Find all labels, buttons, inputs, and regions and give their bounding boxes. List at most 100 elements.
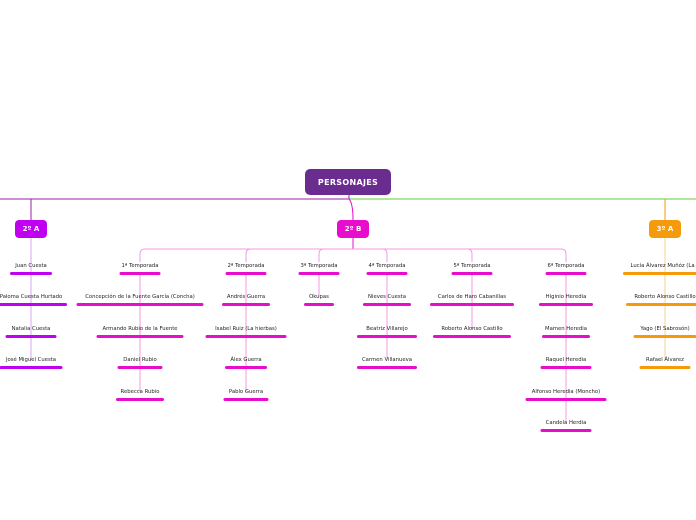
connector-season-4 — [381, 248, 388, 262]
leaf-2a-1-label: Juan Cuesta — [15, 263, 47, 269]
season-4-underline — [366, 272, 408, 275]
leaf-season-1-4-underline — [116, 398, 164, 401]
leaf-season-4-2-underline — [357, 335, 417, 338]
connector-season-6 — [560, 248, 567, 262]
leaf-2a-2-underline — [0, 303, 67, 306]
leaf-season-6-5-label: Candela Herdia — [545, 420, 587, 426]
leaf-season-1-4-label: Rebecca Rubio — [120, 389, 160, 395]
season-2[interactable]: 2ª Temporada — [225, 262, 267, 275]
leaf-season-4-3[interactable]: Carmen Villanueva — [357, 356, 417, 369]
season-5-label: 5ª Temporada — [453, 263, 491, 269]
leaf-season-6-2-underline — [542, 335, 590, 338]
leaf-season-3-1-label: Okupas — [309, 294, 329, 300]
leaf-season-5-2-underline — [433, 335, 511, 338]
season-1-underline — [119, 272, 161, 275]
root-node-personajes[interactable]: PERSONAJES — [305, 169, 391, 195]
group-node-2b[interactable]: 2º B — [337, 220, 369, 238]
season-1-label: 1ª Temporada — [121, 263, 159, 269]
season-4-label: 4ª Temporada — [368, 263, 406, 269]
leaf-season-5-2[interactable]: Roberto Alonso Castillo — [433, 325, 511, 338]
leaf-season-4-2[interactable]: Beatriz Villarejo — [357, 325, 417, 338]
season-6-underline — [545, 272, 587, 275]
leaf-season-2-3-label: Álex Guerra — [230, 357, 262, 363]
leaf-season-2-4-underline — [223, 398, 269, 401]
leaf-season-2-1-label: Andrés Guerra — [226, 294, 266, 300]
leaf-season-1-3[interactable]: Daniel Rubio — [117, 356, 163, 369]
leaf-3a-3-label: Yago (El Sabrosón) — [640, 326, 690, 332]
leaf-season-6-4-label: Alfonso Heredia (Moncho) — [531, 389, 601, 395]
leaf-season-3-1[interactable]: Okupas — [304, 293, 334, 306]
leaf-season-6-3[interactable]: Raquel Heredia — [540, 356, 592, 369]
leaf-3a-4-underline — [639, 366, 691, 369]
leaf-season-5-1[interactable]: Carlos de Haro Cabanillas — [430, 293, 514, 306]
leaf-season-2-4-label: Pablo Guerra — [228, 389, 264, 395]
leaf-season-1-2[interactable]: Armando Rubio de la Fuente — [96, 325, 184, 338]
leaf-2a-4[interactable]: José Miguel Cuesta — [0, 356, 63, 369]
connector-to-2b — [348, 198, 354, 221]
leaf-2a-4-label: José Miguel Cuesta — [5, 357, 57, 363]
group-label-3a: 3º A — [656, 225, 674, 233]
season-4[interactable]: 4ª Temporada — [366, 262, 408, 275]
leaf-season-4-3-label: Carmen Villanueva — [361, 357, 412, 363]
leaf-season-1-4[interactable]: Rebecca Rubio — [116, 388, 164, 401]
leaf-season-4-2-label: Beatriz Villarejo — [366, 326, 408, 332]
leaf-2a-2-label: Paloma Cuesta Hurtado — [0, 294, 63, 300]
leaf-3a-4[interactable]: Rafael Álvarez — [639, 356, 691, 369]
connector-season-1 — [139, 248, 146, 262]
leaf-2a-1-underline — [10, 272, 52, 275]
leaf-2a-1[interactable]: Juan Cuesta — [10, 262, 52, 275]
leaf-season-1-1-underline — [76, 303, 204, 306]
leaf-season-1-3-underline — [117, 366, 163, 369]
leaf-3a-2-label: Roberto Alonso Castillo — [634, 294, 696, 300]
leaf-season-6-1[interactable]: Higinio Heredia — [539, 293, 593, 306]
season-2-label: 2ª Temporada — [227, 263, 265, 269]
leaf-2a-3-label: Natalia Cuesta — [11, 326, 51, 332]
root-label: PERSONAJES — [317, 177, 379, 187]
season-5[interactable]: 5ª Temporada — [451, 262, 493, 275]
season-5-underline — [451, 272, 493, 275]
leaf-season-6-4-underline — [525, 398, 607, 401]
leaf-3a-1-underline — [623, 272, 696, 275]
season-1[interactable]: 1ª Temporada — [119, 262, 161, 275]
group-node-3a[interactable]: 3º A — [649, 220, 681, 238]
leaf-season-6-5[interactable]: Candela Herdia — [540, 419, 592, 432]
leaf-season-6-2-label: Mamen Heredia — [545, 326, 587, 332]
leaf-season-5-1-label: Carlos de Haro Cabanillas — [437, 294, 507, 300]
leaf-season-4-1-label: Nieves Cuesta — [368, 294, 406, 300]
season-6-label: 6ª Temporada — [547, 263, 585, 269]
leaf-season-1-1[interactable]: Concepción de la Fuente García (Concha) — [76, 293, 204, 306]
leaf-2a-3-underline — [5, 335, 57, 338]
leaf-season-1-1-label: Concepción de la Fuente García (Concha) — [85, 294, 195, 300]
leaf-season-4-1[interactable]: Nieves Cuesta — [363, 293, 411, 306]
leaf-season-1-2-underline — [96, 335, 184, 338]
season-2-underline — [225, 272, 267, 275]
season-6[interactable]: 6ª Temporada — [545, 262, 587, 275]
leaf-season-6-2[interactable]: Mamen Heredia — [542, 325, 590, 338]
leaf-3a-3[interactable]: Yago (El Sabrosón) — [633, 325, 696, 338]
leaf-season-2-1-underline — [222, 303, 270, 306]
group-node-2a[interactable]: 2º A — [15, 220, 47, 238]
leaf-season-2-1[interactable]: Andrés Guerra — [222, 293, 270, 306]
leaf-2a-3[interactable]: Natalia Cuesta — [5, 325, 57, 338]
leaf-season-5-1-underline — [430, 303, 514, 306]
leaf-season-6-4[interactable]: Alfonso Heredia (Moncho) — [525, 388, 607, 401]
leaf-season-5-2-label: Roberto Alonso Castillo — [441, 326, 503, 332]
leaf-season-6-3-underline — [540, 366, 592, 369]
leaf-season-3-1-underline — [304, 303, 334, 306]
leaf-3a-2[interactable]: Roberto Alonso Castillo — [626, 293, 696, 306]
group-label-2b: 2º B — [344, 225, 362, 233]
leaf-2a-4-underline — [0, 366, 63, 369]
leaf-season-6-1-underline — [539, 303, 593, 306]
connector-season-3 — [318, 248, 325, 262]
leaf-season-1-3-label: Daniel Rubio — [123, 357, 157, 363]
season-3[interactable]: 3ª Temporada — [298, 262, 340, 275]
leaf-season-2-2-label: Isabel Ruiz (La hierbas) — [215, 326, 277, 332]
leaf-season-2-3[interactable]: Álex Guerra — [225, 356, 267, 369]
leaf-season-2-2[interactable]: Isabel Ruiz (La hierbas) — [205, 325, 287, 338]
leaf-2a-2[interactable]: Paloma Cuesta Hurtado — [0, 293, 67, 306]
leaf-season-2-4[interactable]: Pablo Guerra — [223, 388, 269, 401]
group-label-2a: 2º A — [22, 225, 40, 233]
leaf-3a-1[interactable]: Lucía Álvarez Muñóz (La P — [623, 262, 696, 275]
leaf-season-6-5-underline — [540, 429, 592, 432]
